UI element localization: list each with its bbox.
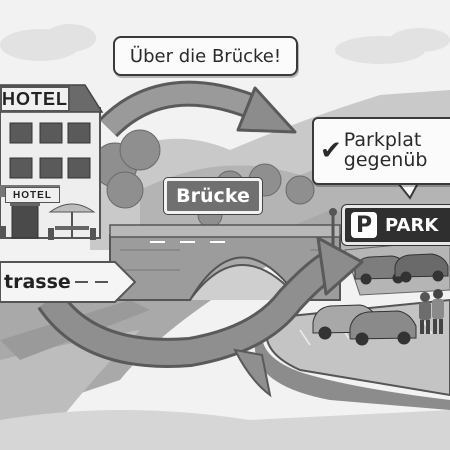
arrow-upper [98,80,297,138]
parking-speech-bubble: ✔ Parkplat gegenüb [312,117,450,185]
parking-bubble-line-2: gegenüb [343,149,428,171]
street-sign: trasse [0,264,70,300]
ground [0,410,450,450]
car-4 [349,310,417,346]
parking-bubble-text: Parkplat gegenüb [343,129,428,171]
hotel-door-sign-text: HOTEL [13,189,52,201]
parking-p-icon: P [351,212,377,238]
parking-bubble-line-1: Parkplat [343,129,422,152]
check-icon: ✔ [320,136,342,166]
bridge-sign: Brücke [164,178,262,214]
hotel-door-sign: HOTEL [5,187,60,203]
bridge-sign-text: Brücke [176,185,250,207]
top-speech-bubble: Über die Brücke! [113,36,298,76]
hotel-roof-sign-text: HOTEL [2,88,68,109]
sign-pole-knob [329,208,337,216]
parking-sign: P PARK [342,205,450,245]
people [419,289,444,334]
arrow-lower [37,236,364,398]
cars [312,253,449,346]
car-2 [394,253,449,283]
parking-sign-text: PARK [385,214,439,236]
bridge [109,224,341,301]
top-bubble-text: Über die Brücke! [129,45,282,67]
clouds [0,24,450,64]
hotel-roof-sign: HOTEL [0,86,70,112]
street-sign-text: trasse [4,271,70,293]
street-arrow [0,261,137,303]
